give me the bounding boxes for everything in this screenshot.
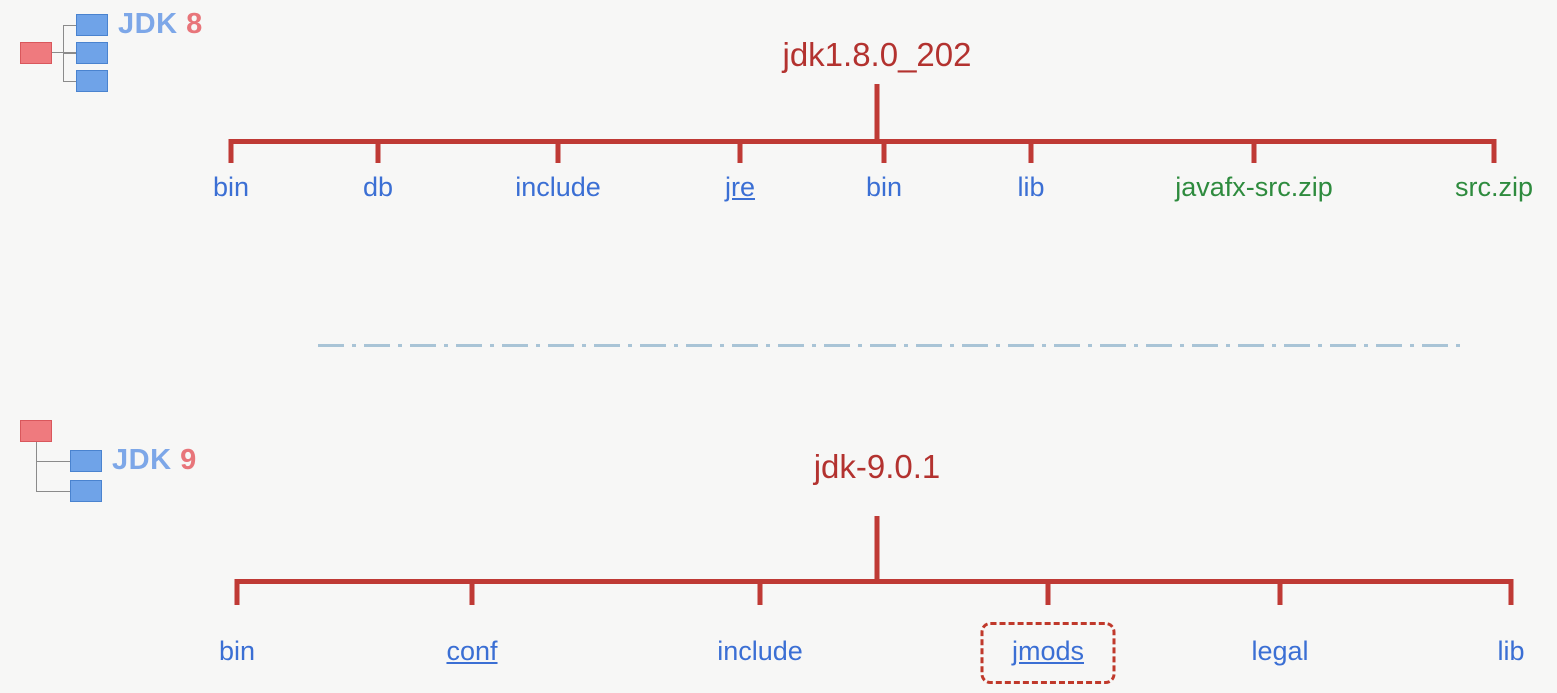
jdk9-tick-conf [469, 579, 475, 605]
jdk9-tick-include [757, 579, 763, 605]
jdk9-root-stem [874, 516, 880, 579]
node-label-text: db [362, 172, 394, 202]
badge-word: JDK [118, 8, 178, 40]
badge-word: JDK [112, 444, 172, 476]
node-label-text: javafx-src.zip [1175, 172, 1333, 202]
jdk8-tick-bin [881, 139, 887, 163]
badge-connector-line [52, 52, 76, 53]
jdk9-badge-label: JDK 9 [112, 444, 197, 477]
jdk9-tick-legal [1277, 579, 1283, 605]
node-label-text: bin [218, 636, 256, 666]
jdk8-node-bin[interactable]: bin [213, 172, 249, 203]
badge-number: 9 [180, 444, 197, 476]
jdk8-horizontal-bar [231, 139, 1494, 144]
node-label-text: bin [212, 172, 250, 202]
jdk8-root-label: jdk1.8.0_202 [782, 36, 972, 73]
node-label-text: lib [1017, 172, 1045, 202]
jdk9-highlight-box[interactable] [980, 622, 1116, 684]
badge-red-square [20, 42, 52, 64]
section-divider [318, 344, 1460, 347]
jdk8-tick-db [375, 139, 381, 163]
node-label-text: jmods [1011, 636, 1085, 666]
jdk9-node-include[interactable]: include [717, 636, 803, 667]
jdk9-horizontal-bar [237, 579, 1511, 584]
jdk8-tick-javafx-src-zip [1251, 139, 1257, 163]
jdk8-badge-icon: JDK 8 [6, 2, 206, 102]
jdk8-node-jre[interactable]: jre [725, 172, 755, 203]
jdk8-tick-include [555, 139, 561, 163]
jdk9-root-label: jdk-9.0.1 [813, 448, 941, 485]
badge-blue-square-2 [76, 42, 108, 64]
jdk9-node-legal[interactable]: legal [1251, 636, 1308, 667]
jdk8-tick-src-zip [1491, 139, 1497, 163]
badge-number: 8 [186, 8, 203, 40]
badge-connector-branch-3 [63, 81, 76, 82]
jdk9-node-conf[interactable]: conf [446, 636, 497, 667]
node-label-text: jre [724, 172, 756, 202]
jdk9-tick-jmods [1045, 579, 1051, 605]
jdk9-badge-icon: JDK 9 [6, 412, 206, 512]
node-label-text: include [717, 636, 803, 666]
jdk8-node-include[interactable]: include [515, 172, 601, 203]
jdk9-node-lib[interactable]: lib [1497, 636, 1524, 667]
jdk9-tick-bin [234, 579, 240, 605]
jdk8-node-src-zip[interactable]: src.zip [1455, 172, 1533, 203]
jdk8-node-bin[interactable]: bin [866, 172, 902, 203]
jdk8-node-lib[interactable]: lib [1017, 172, 1044, 203]
jdk8-badge-label: JDK 8 [118, 8, 203, 41]
badge-connector-branch-1 [63, 25, 76, 26]
badge-connector-branch-2 [63, 53, 76, 54]
node-label-text: conf [446, 636, 498, 666]
badge-blue-square-2 [70, 480, 102, 502]
node-label-text: legal [1251, 636, 1309, 666]
badge-blue-square-1 [70, 450, 102, 472]
jdk8-root-stem [874, 84, 880, 139]
badge-blue-square-3 [76, 70, 108, 92]
jdk8-node-javafx-src-zip[interactable]: javafx-src.zip [1175, 172, 1333, 203]
node-label-text: lib [1497, 636, 1525, 666]
jdk9-node-bin[interactable]: bin [219, 636, 255, 667]
node-label-text: include [515, 172, 601, 202]
badge-connector-trunk [36, 442, 37, 492]
badge-blue-square-1 [76, 14, 108, 36]
jdk8-tick-lib [1028, 139, 1034, 163]
jdk8-tick-jre [737, 139, 743, 163]
node-label-text: src.zip [1454, 172, 1534, 202]
jdk8-node-db[interactable]: db [363, 172, 393, 203]
badge-connector-branch-1 [36, 461, 70, 462]
jdk9-node-jmods[interactable]: jmods [1012, 636, 1084, 667]
badge-connector-branch-2 [36, 491, 70, 492]
jdk8-tick-bin [228, 139, 234, 163]
badge-red-square [20, 420, 52, 442]
jdk9-tick-lib [1508, 579, 1514, 605]
node-label-text: bin [865, 172, 903, 202]
